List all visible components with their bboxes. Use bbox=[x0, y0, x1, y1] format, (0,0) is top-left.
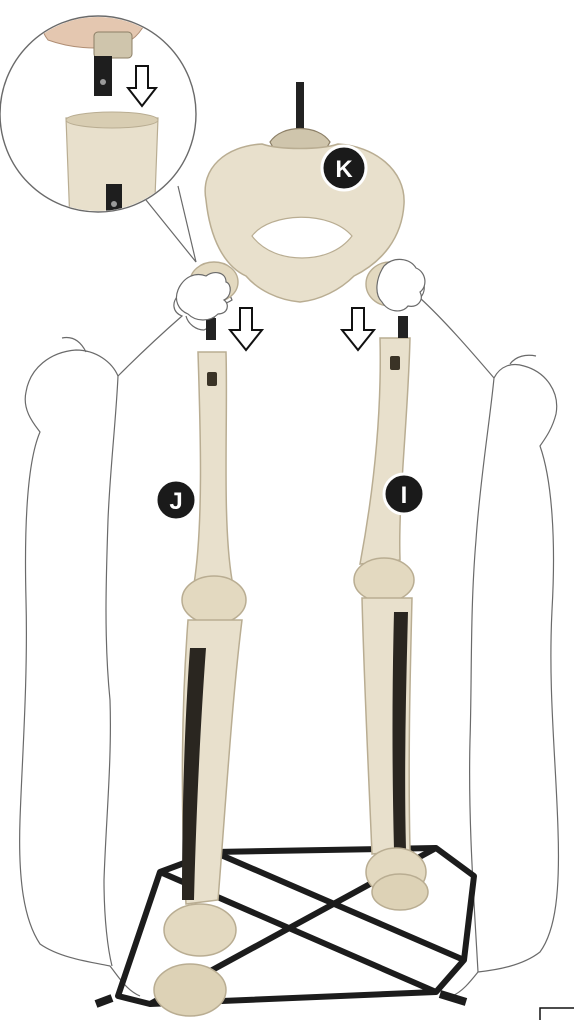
left-femur-socket bbox=[207, 372, 217, 386]
callout-cap bbox=[94, 32, 132, 58]
zoom-callout bbox=[0, 0, 196, 262]
right-knee bbox=[354, 558, 414, 602]
arrow-right-hip-icon bbox=[342, 308, 374, 350]
arrow-left-hip-icon bbox=[230, 308, 262, 350]
right-foot bbox=[372, 874, 428, 910]
right-femur-socket bbox=[390, 356, 400, 370]
left-heel bbox=[154, 964, 226, 1016]
badge-k: K bbox=[322, 146, 366, 190]
badge-i-text: I bbox=[401, 482, 408, 509]
left-ankle bbox=[164, 904, 236, 956]
left-knee bbox=[182, 576, 246, 624]
right-hip-connector bbox=[398, 316, 408, 338]
left-hand bbox=[176, 273, 230, 320]
right-femur bbox=[360, 338, 410, 564]
right-leg bbox=[354, 338, 428, 910]
right-hand bbox=[377, 259, 425, 311]
badge-j: J bbox=[156, 480, 196, 520]
badge-j-text: J bbox=[169, 488, 182, 515]
corner-bracket bbox=[540, 1008, 574, 1020]
callout-pin bbox=[94, 56, 112, 96]
left-hip-connector bbox=[206, 318, 216, 340]
callout-pointer bbox=[146, 186, 196, 262]
badge-k-text: K bbox=[335, 156, 353, 183]
left-leg bbox=[154, 352, 246, 1016]
badge-i: I bbox=[384, 474, 424, 514]
left-femur bbox=[194, 352, 232, 584]
